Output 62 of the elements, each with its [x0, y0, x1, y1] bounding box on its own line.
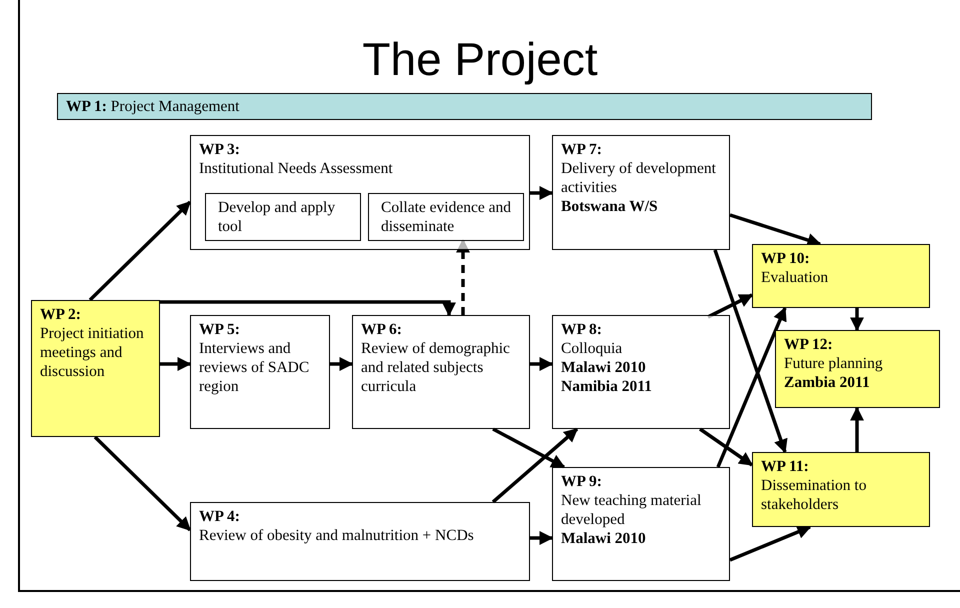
package-heading: WP 4: [199, 507, 241, 526]
package-heading: Namibia 2011 [561, 377, 653, 396]
arrow [530, 357, 554, 371]
arrow [850, 308, 864, 332]
work-package-box [368, 193, 524, 241]
work-package-box [775, 330, 940, 408]
package-heading: WP 5: [199, 320, 241, 339]
work-package-box [190, 135, 530, 250]
arrow [530, 186, 554, 200]
arrow [713, 249, 788, 454]
arrow [330, 357, 354, 371]
package-heading: WP 10: [761, 249, 811, 268]
work-package-box [352, 315, 530, 429]
work-package-box [552, 135, 730, 250]
package-heading: WP 8: [561, 320, 603, 339]
arrow [850, 406, 864, 452]
work-package-box [752, 452, 930, 527]
package-text: Institutional Needs Assessment [199, 159, 394, 178]
arrow [716, 306, 787, 468]
package-text: Colloquia [561, 339, 624, 358]
work-package-box [31, 300, 160, 437]
package-heading: Malawi 2010 [561, 358, 647, 377]
package-text: Develop and apply tool [218, 198, 336, 236]
work-package-box [552, 315, 730, 429]
package-heading: WP 6: [361, 320, 403, 339]
work-package-box [190, 315, 330, 429]
arrow [729, 213, 822, 247]
work-package-box [752, 244, 930, 308]
package-text: Dissemination to stakeholders [761, 476, 868, 514]
package-text: Review of demographic and related subjects curricula [361, 339, 511, 396]
package-text: Collate evidence and disseminate [381, 198, 511, 236]
package-text: Evaluation [761, 268, 830, 287]
package-text: Project initiation meetings and discussion [40, 324, 145, 381]
package-heading: WP 7: [561, 140, 603, 159]
arrow [530, 531, 554, 545]
package-text: Review of obesity and malnutrition + NCDs [199, 526, 475, 545]
package-text: Future planning [784, 354, 884, 373]
work-package-bar [57, 93, 872, 120]
package-heading: WP 3: [199, 140, 241, 159]
arrow [88, 200, 192, 302]
arrow [699, 428, 754, 466]
arrow [492, 428, 578, 504]
package-heading: WP 11: [761, 457, 810, 476]
arrow [160, 300, 456, 316]
package-heading: Zambia 2011 [784, 373, 871, 392]
package-text: WP 1: Project Management [66, 97, 240, 116]
package-heading: WP 9: [561, 472, 603, 491]
arrow [160, 357, 192, 371]
package-heading: WP 2: [40, 305, 82, 324]
arrow [492, 427, 566, 469]
package-text: Interviews and reviews of SADC region [199, 339, 310, 396]
package-heading: Malawi 2010 [561, 529, 647, 548]
work-package-box [205, 193, 361, 241]
package-heading: Botswana W/S [561, 197, 659, 216]
arrow [94, 436, 192, 532]
package-text: Delivery of development activities [561, 159, 717, 197]
package-heading: WP 12: [784, 335, 834, 354]
slide-title: The Project [361, 32, 599, 86]
work-package-box [552, 467, 730, 581]
arrow [729, 525, 812, 562]
work-package-box [190, 502, 530, 581]
package-text: New teaching material developed [561, 491, 702, 529]
